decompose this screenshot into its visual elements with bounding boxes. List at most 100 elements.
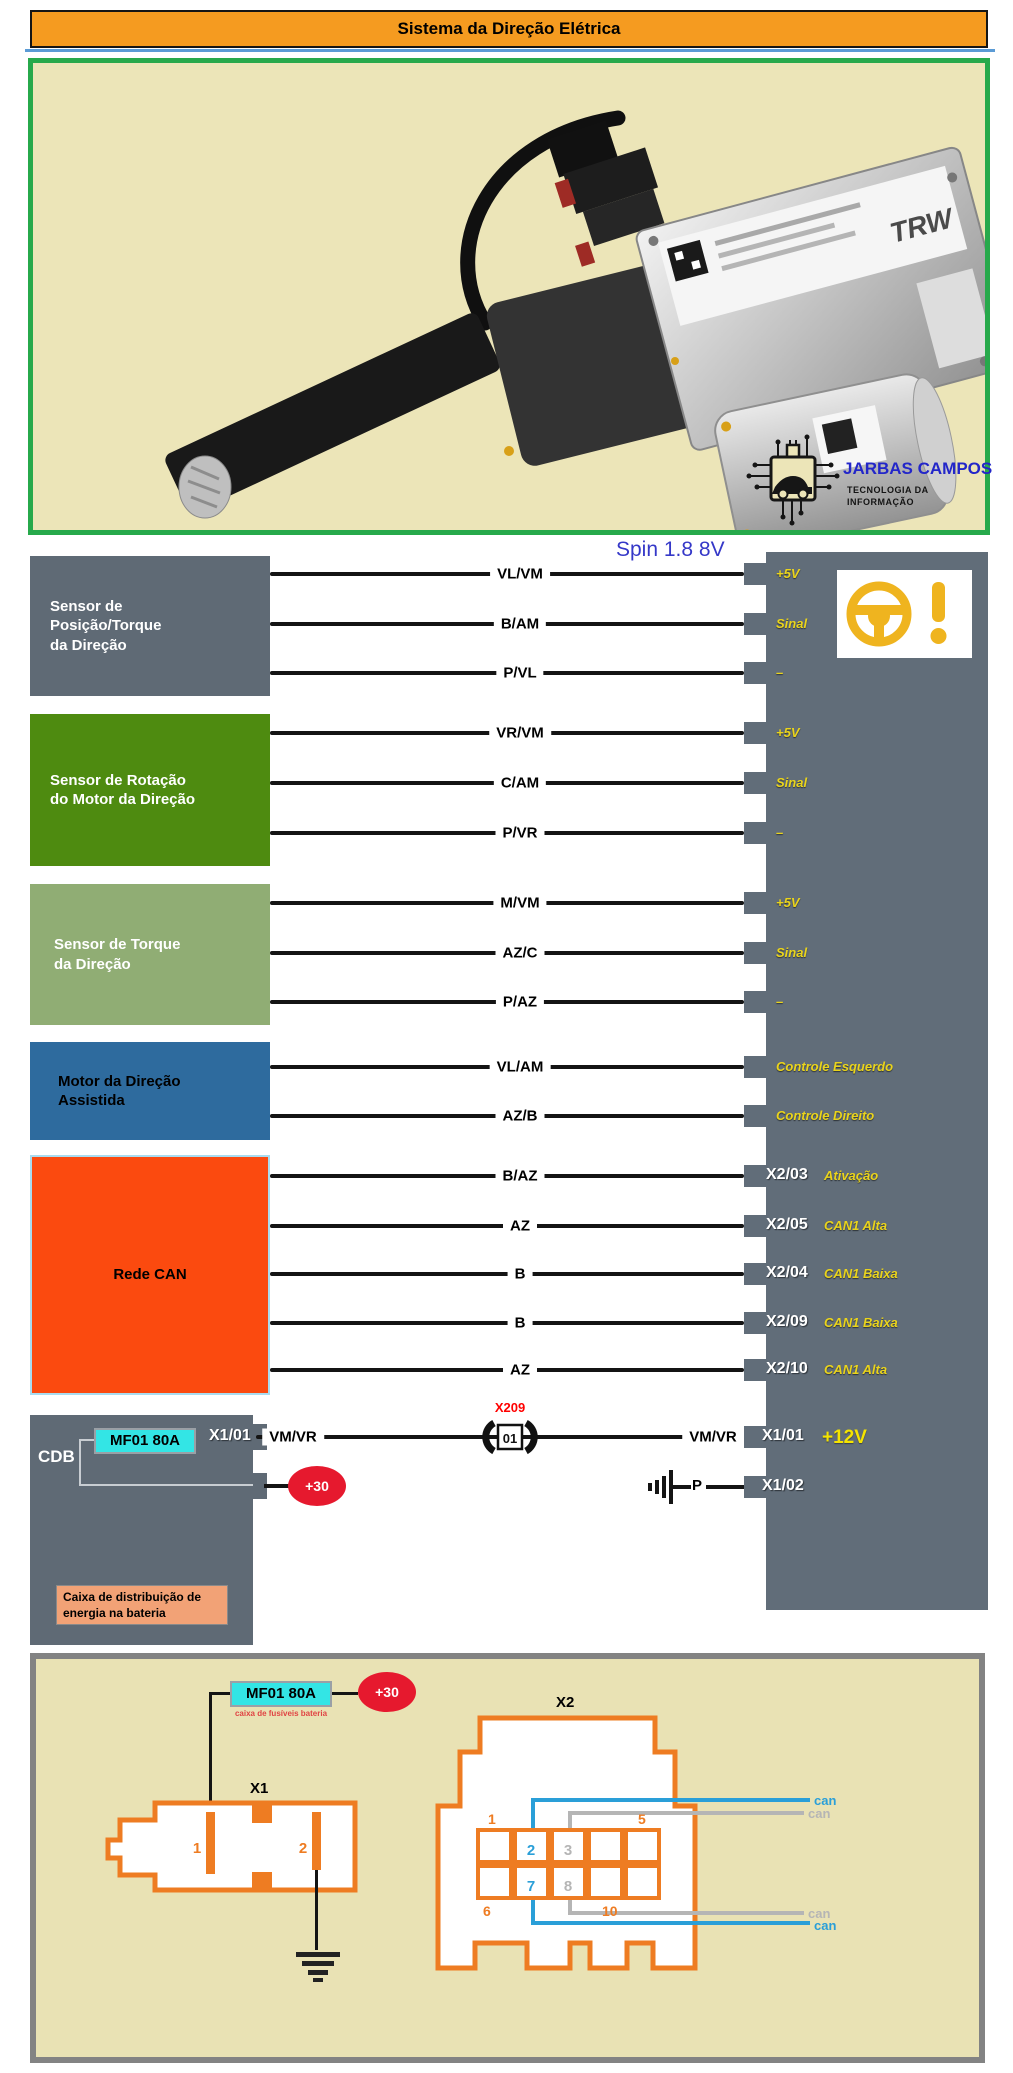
pin-function-label: +5V xyxy=(776,566,800,581)
pin-function-label: +5V xyxy=(776,895,800,910)
connector-tab xyxy=(744,1263,766,1285)
svg-text:7: 7 xyxy=(527,1878,535,1895)
can-label: can xyxy=(808,1906,830,1921)
ecu-module-panel xyxy=(766,552,988,1610)
svg-text:5: 5 xyxy=(638,1811,646,1827)
wire-color-label: P/AZ xyxy=(495,993,545,1011)
pin-number-label: X2/05 xyxy=(766,1216,808,1233)
wire-line xyxy=(706,1485,744,1489)
can-label: can xyxy=(814,1793,836,1808)
connector-tab xyxy=(744,662,766,684)
vehicle-label: Spin 1.8 8V xyxy=(616,538,725,561)
pin-number-label: X2/04 xyxy=(766,1264,808,1281)
wire-color-label: P/VR xyxy=(495,824,545,842)
connector-tab xyxy=(744,822,766,844)
pin-function-label: CAN1 Alta xyxy=(824,1218,888,1233)
cdb-fuse-mf01: MF01 80A xyxy=(94,1428,196,1454)
pin-function-label: Sinal xyxy=(776,616,808,631)
pin-function-label: Controle Direito xyxy=(776,1108,875,1123)
column-tube xyxy=(165,313,500,512)
wire-color-label: VL/AM xyxy=(489,1058,551,1076)
wire-color-label: M/VM xyxy=(493,894,547,912)
pin-function-label: +12V xyxy=(822,1427,867,1448)
steering-warning-icon xyxy=(846,581,947,647)
connector-tab xyxy=(744,892,766,914)
connector-tab xyxy=(744,772,766,794)
svg-text:01: 01 xyxy=(503,1431,517,1446)
wire-color-label: P/VL xyxy=(496,664,544,682)
pin-function-label: Controle Esquerdo xyxy=(776,1059,894,1074)
steering-warning-box xyxy=(837,570,972,658)
pin-number-label: X1/01 xyxy=(762,1427,804,1444)
cdb-tab xyxy=(253,1473,267,1499)
wire-color-label: B/AM xyxy=(493,615,547,633)
box-sensor-posicao-torque: Sensor de Posição/Torque da Direção xyxy=(30,556,270,696)
connector-tab xyxy=(744,1312,766,1334)
pin-function-label: Sinal xyxy=(776,945,808,960)
x209-connector-label: X209 xyxy=(494,1400,526,1415)
x2-connector-drawing: can can can can 1 5 2 3 7 8 6 10 xyxy=(435,1715,836,1971)
gear-housing xyxy=(486,264,699,466)
wire-color-label: AZ/B xyxy=(495,1107,545,1125)
pin-function-label: +5V xyxy=(776,725,800,740)
wire-line xyxy=(270,1321,744,1325)
wire-color-label: VM/VR xyxy=(682,1428,744,1446)
pin-number-label: X1/02 xyxy=(762,1477,804,1494)
connector-tab xyxy=(744,722,766,744)
logo-subtitle-1: TECNOLOGIA DA xyxy=(847,485,929,495)
x209-inline-connector: 01 xyxy=(482,1419,538,1455)
bottom-fuse-mf01: MF01 80A xyxy=(230,1681,332,1707)
pin-function-label: Sinal xyxy=(776,775,808,790)
connector-tab xyxy=(744,563,766,585)
x1-pin2 xyxy=(312,1812,321,1870)
pin-number-label: X2/03 xyxy=(766,1166,808,1183)
connector-tab xyxy=(744,1426,766,1448)
box-sensor-torque: Sensor de Torque da Direção xyxy=(30,884,270,1025)
connector-tab xyxy=(744,1476,766,1498)
cdb-caption: Caixa de distribuição de energia na bate… xyxy=(56,1585,228,1626)
svg-text:1: 1 xyxy=(193,1840,201,1857)
wire-color-label: AZ/C xyxy=(495,944,545,962)
bottom-fuse-caption: caixa de fusíveis bateria xyxy=(234,1709,328,1718)
pin-function-label: – xyxy=(776,825,784,840)
connector-tab xyxy=(744,1165,766,1187)
svg-text:6: 6 xyxy=(483,1903,491,1919)
x2-connector-label: X2 xyxy=(556,1694,575,1711)
svg-text:2: 2 xyxy=(527,1842,535,1859)
battery-supply-30: +30 xyxy=(358,1672,416,1712)
pin-function-label: CAN1 Baixa xyxy=(824,1315,898,1330)
motor-cylinder xyxy=(714,373,957,552)
wire-color-label: B/AZ xyxy=(495,1167,545,1185)
wire-color-label: VL/VM xyxy=(490,565,550,583)
pin-function-label: CAN1 Alta xyxy=(824,1362,888,1377)
connector-tab xyxy=(744,942,766,964)
logo: JARBAS CAMPOS TECNOLOGIA DA INFORMAÇÃO xyxy=(745,431,992,527)
connector-tab xyxy=(744,1215,766,1237)
connector-tab xyxy=(744,1056,766,1078)
svg-text:8: 8 xyxy=(564,1878,572,1895)
x1-connector-label: X1 xyxy=(250,1780,269,1797)
pin-function-label: Ativação xyxy=(824,1168,879,1183)
can-label: can xyxy=(808,1806,830,1821)
wire-color-label: B xyxy=(507,1314,533,1332)
wire-color-label: AZ xyxy=(503,1361,537,1379)
box-sensor-rotacao-motor: Sensor de Rotação do Motor da Direção xyxy=(30,714,270,866)
wire-color-label: VR/VM xyxy=(489,724,551,742)
logo-chip-icon xyxy=(746,434,840,526)
pin2-ground-wire xyxy=(315,1870,318,1950)
harness-cable xyxy=(460,110,626,331)
svg-text:1: 1 xyxy=(488,1811,496,1827)
page-title: Sistema da Direção Elétrica xyxy=(30,10,988,48)
svg-text:3: 3 xyxy=(564,1842,572,1859)
wire-color-label: AZ xyxy=(503,1217,537,1235)
pin-function-label: – xyxy=(776,994,784,1009)
chassis-ground-icon xyxy=(648,1470,691,1504)
svg-text:10: 10 xyxy=(602,1903,618,1919)
wire-color-label: B xyxy=(507,1265,533,1283)
cdb-pin-out-label: X1/01 xyxy=(209,1427,251,1444)
pin-number-label: X2/10 xyxy=(766,1360,808,1377)
x1-connector-drawing: 1 2 xyxy=(105,1800,358,1893)
connector-stack xyxy=(546,120,665,267)
pin-function-label: – xyxy=(776,665,784,680)
